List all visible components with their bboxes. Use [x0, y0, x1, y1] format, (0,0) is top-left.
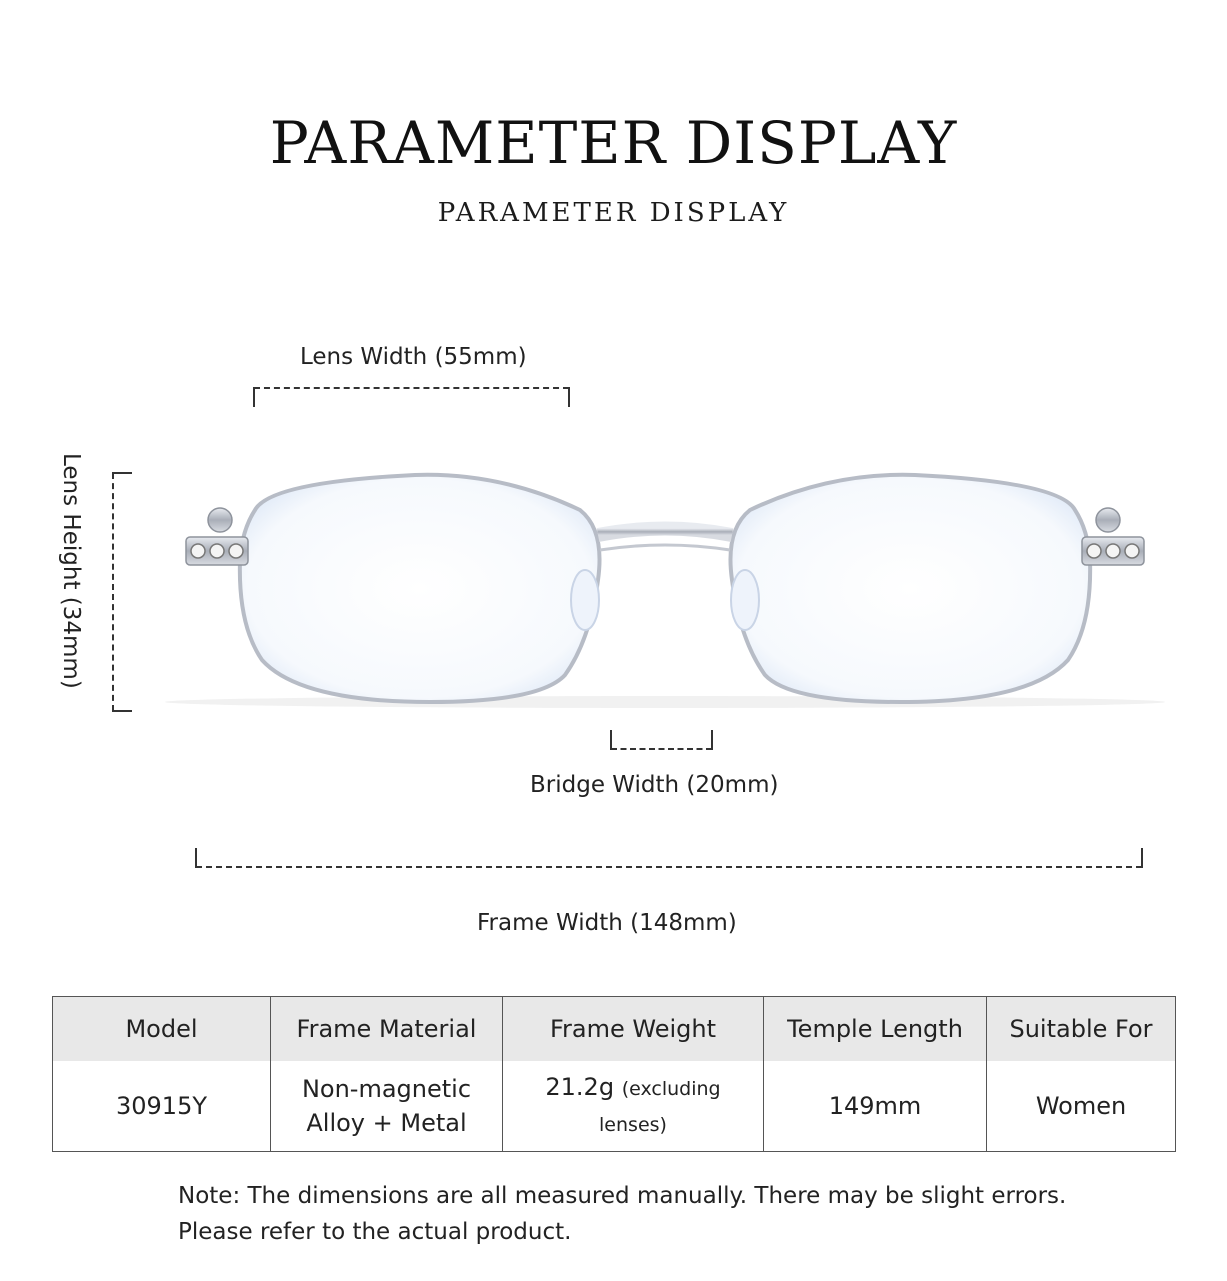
header-frame-weight: Frame Weight — [502, 996, 764, 1061]
material-line2: Alloy + Metal — [306, 1109, 467, 1137]
header-frame-material: Frame Material — [270, 996, 503, 1061]
cell-frame-weight: 21.2g (excluding lenses) — [502, 1061, 764, 1152]
header-suitable-for: Suitable For — [986, 996, 1176, 1061]
left-nose-pad — [570, 569, 600, 631]
frame-width-tick-left — [195, 848, 197, 868]
frame-width-tick-right — [1141, 848, 1143, 868]
lens-width-label: Lens Width (55mm) — [300, 344, 527, 370]
lens-height-tick-top — [112, 472, 132, 474]
cell-frame-material: Non-magnetic Alloy + Metal — [270, 1061, 503, 1152]
page-title: PARAMETER DISPLAY — [269, 109, 958, 177]
lens-width-line — [254, 387, 569, 389]
bridge-width-tick-left — [610, 730, 612, 750]
frame-width-label: Frame Width (148mm) — [477, 910, 737, 936]
cell-model: 30915Y — [52, 1061, 271, 1152]
disclaimer-note: Note: The dimensions are all measured ma… — [178, 1178, 1066, 1250]
left-hinge-ornament — [185, 507, 249, 566]
note-line1: Note: The dimensions are all measured ma… — [178, 1183, 1067, 1209]
table-row: 30915Y Non-magnetic Alloy + Metal 21.2g … — [52, 1061, 1176, 1152]
left-lens — [237, 472, 602, 705]
right-nose-pad — [730, 569, 760, 631]
bridge-width-line — [611, 748, 712, 750]
cell-suitable-for: Women — [986, 1061, 1176, 1152]
page-subtitle: PARAMETER DISPLAY — [437, 198, 790, 228]
bridge-width-tick-right — [711, 730, 713, 750]
weight-note: (excluding lenses) — [599, 1078, 721, 1136]
right-hinge-ornament — [1081, 507, 1145, 566]
cell-temple-length: 149mm — [763, 1061, 987, 1152]
lens-height-tick-bottom — [112, 710, 132, 712]
lens-height-line — [112, 473, 114, 711]
material-line1: Non-magnetic — [301, 1075, 472, 1103]
header-temple-length: Temple Length — [763, 996, 987, 1061]
weight-value: 21.2g — [545, 1073, 615, 1101]
header-model: Model — [52, 996, 271, 1061]
bridge — [596, 521, 734, 542]
lens-width-tick-left — [253, 387, 255, 407]
spec-table: Model Frame Material Frame Weight Temple… — [52, 996, 1176, 1152]
note-line2: Please refer to the actual product. — [178, 1219, 572, 1245]
frame-width-line — [196, 866, 1142, 868]
bridge-width-label: Bridge Width (20mm) — [530, 772, 779, 798]
lens-width-tick-right — [568, 387, 570, 407]
shadow — [165, 696, 1165, 708]
eyeglasses-illustration — [165, 472, 1165, 708]
table-header-row: Model Frame Material Frame Weight Temple… — [52, 996, 1176, 1061]
right-lens — [728, 472, 1093, 705]
lens-height-label: Lens Height (34mm) — [58, 453, 84, 689]
